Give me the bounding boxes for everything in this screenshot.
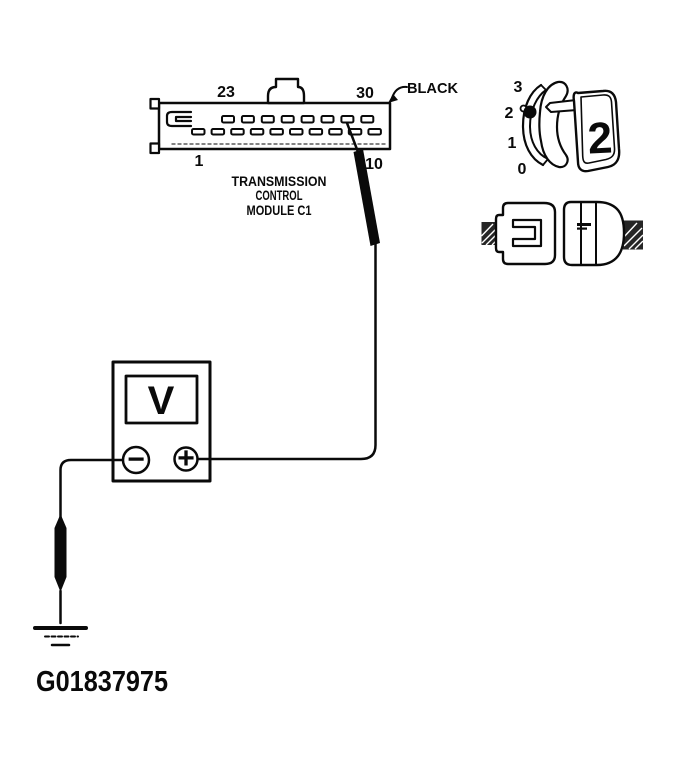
positive-terminal-symbol: +: [177, 442, 195, 475]
positive-test-probe: [345, 121, 380, 246]
tcm-pin-label-bottom-left: 1: [195, 153, 204, 170]
ground-symbol-icon: [33, 626, 88, 647]
probe-body: [353, 149, 380, 246]
tcm-pin-top-8: [360, 115, 375, 124]
tcm-connector: 23 30 1 10 TRANSMISSION CONTROL MODULE C…: [149, 77, 458, 218]
tcm-title-line-3: MODULE C1: [247, 203, 312, 218]
voltmeter-positive-terminal: [173, 446, 199, 472]
dial-knob-face-label: 2: [587, 113, 614, 163]
tcm-pin-bottom-3: [230, 128, 245, 136]
right-stub-hatch-lines: [622, 222, 644, 250]
ground-lead: [33, 514, 88, 647]
tcm-pin-top-7: [340, 115, 355, 124]
black-wire-label: BLACK: [407, 80, 458, 97]
tcm-pins-top-row: [221, 115, 375, 124]
voltmeter-display: [124, 374, 199, 425]
tcm-pin-bottom-2: [210, 128, 226, 136]
tcm-pin-bottom-8: [328, 128, 343, 136]
tcm-pin-top-2: [240, 115, 255, 124]
left-connector-housing: [494, 201, 557, 266]
tcm-connector-top-tab: [266, 77, 306, 105]
dial-knob-hub: [538, 80, 569, 169]
voltmeter-case: [111, 360, 212, 483]
tcm-connector-flange-bottom: [149, 142, 161, 155]
tcm-pin-label-top-right: 30: [356, 85, 374, 102]
voltmeter-negative-terminal: [121, 445, 151, 475]
probe-tip: [345, 121, 360, 154]
tcm-title-line-2: CONTROL: [256, 188, 303, 203]
inline-connector-pair: [480, 200, 644, 267]
tcm-pin-bottom-6: [289, 128, 304, 136]
dial-position-3: 3: [514, 79, 523, 96]
dial-rim-inner: [529, 89, 549, 160]
tcm-connector-key-slot: [165, 110, 193, 128]
ground-probe-body: [54, 514, 67, 592]
tcm-pin-top-3: [260, 115, 275, 124]
dial-position-2: 2: [505, 105, 514, 122]
tcm-pin-top-4: [280, 115, 295, 124]
right-connector-marking: [577, 223, 591, 226]
voltmeter: V − +: [111, 360, 212, 483]
tcm-pin-bottom-4: [249, 128, 265, 136]
tcm-pin-bottom-7: [308, 128, 324, 136]
right-connector-seams: [580, 201, 597, 266]
dial-position-0: 0: [518, 161, 527, 178]
tcm-title: TRANSMISSION CONTROL MODULE C1: [232, 174, 327, 218]
black-wire-callout: BLACK: [388, 80, 458, 103]
left-stub-hatch-lines: [480, 223, 499, 246]
dial-selected-marker-dot: [523, 105, 537, 119]
tcm-pin-top-6: [320, 115, 335, 124]
tcm-pin-bottom-5: [269, 128, 284, 136]
figure-id-label: G01837975: [36, 666, 168, 698]
dial-pointer-tab: [545, 99, 578, 113]
tcm-pin-label-bottom-right: 10: [365, 156, 383, 173]
negative-lead-wire: [59, 458, 125, 522]
dial-position-1: 1: [508, 135, 517, 152]
tcm-connector-flange-top: [149, 97, 161, 110]
voltmeter-display-label: V: [148, 379, 175, 423]
right-connector-housing: [562, 200, 626, 267]
tcm-pin-top-1: [221, 115, 235, 124]
black-wire-arrowhead-icon: [388, 94, 398, 103]
tcm-pin-top-5: [300, 115, 315, 124]
selector-dial: 3 2 1 0 2: [505, 79, 621, 178]
tcm-connector-body: [157, 101, 392, 151]
tcm-pin-bottom-1: [191, 128, 206, 136]
left-connector-keyway: [511, 218, 543, 248]
tcm-pin-label-top-left: 23: [217, 84, 235, 101]
positive-lead-wire: [195, 242, 377, 461]
dial-rim-outer: [521, 83, 545, 167]
negative-terminal-symbol: −: [127, 443, 145, 476]
dial-knob-plate: [572, 89, 621, 173]
right-connector-marking-2: [577, 227, 587, 230]
dial-knob-plate-inner-line: [580, 94, 616, 164]
tcm-title-line-1: TRANSMISSION: [232, 174, 327, 189]
tcm-pin-bottom-10: [367, 128, 382, 136]
